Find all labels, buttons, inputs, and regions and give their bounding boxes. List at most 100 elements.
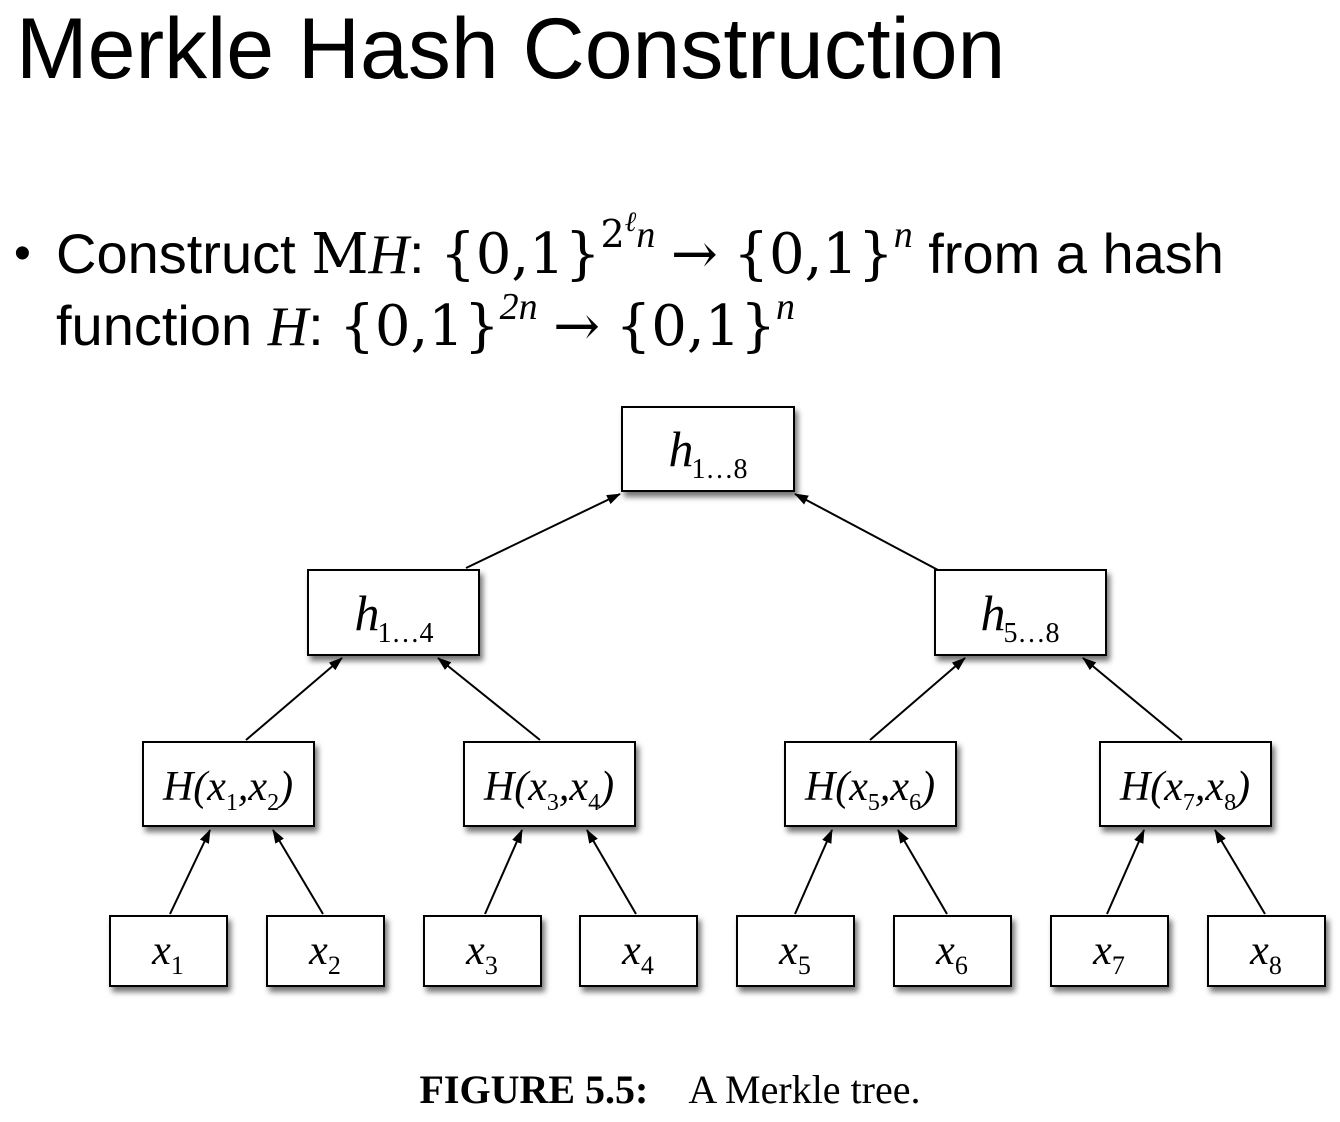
leaf-base-7: x [1249, 928, 1269, 974]
word-construct: Construct [56, 222, 312, 285]
level2-b-1: 4 [588, 790, 600, 816]
leaf-base-6: x [1092, 928, 1112, 974]
leaf-sub-6: 7 [1112, 951, 1125, 980]
leaf-node-4: x5 [736, 915, 855, 987]
level2-mid-2: ,x [880, 764, 910, 810]
level2-mid-0: ,x [238, 764, 268, 810]
level2-box-0 [142, 741, 315, 827]
level1-label-sub-0: 1…4 [378, 618, 434, 649]
level1-label-1: h5…8 [981, 585, 1060, 649]
edge-x8-to-h78 [1214, 829, 1266, 915]
leaf-sub-1: 2 [328, 951, 341, 980]
edge-x5-to-h56 [794, 829, 833, 915]
leaf-label-0: x1 [151, 928, 184, 980]
bullet-line-2: function H: {0,1}2n → {0,1}n [56, 288, 795, 363]
word-function: function [56, 294, 268, 357]
level2-a-0: 1 [226, 790, 238, 816]
leaf-node-3: x4 [579, 915, 698, 987]
leaf-label-3: x4 [621, 928, 654, 980]
level1-label-base-1: h [981, 585, 1006, 641]
edge-x3-to-h34 [484, 829, 523, 915]
leaf-base-1: x [308, 928, 328, 974]
level2-a-1: 3 [547, 790, 559, 816]
level2-label-2: H(x5,x6) [804, 764, 935, 816]
leaf-base-2: x [465, 928, 485, 974]
figure-caption-text: A Merkle tree. [688, 1067, 921, 1112]
edge-h12-to-h14 [245, 657, 343, 741]
level2-b-3: 8 [1224, 790, 1236, 816]
edge-h78-to-h58 [1082, 657, 1183, 741]
level2-node-3: H(x7,x8) [1099, 741, 1272, 827]
leaf-box-2 [423, 915, 542, 987]
leaf-base-3: x [621, 928, 641, 974]
level2-label-0: H(x1,x2) [162, 764, 293, 816]
h-italic: H [267, 296, 309, 358]
level2-end-3: ) [1234, 764, 1250, 810]
level1-box-0 [307, 569, 480, 656]
leaf-sub-5: 6 [955, 951, 968, 980]
level2-mid-1: ,x [559, 764, 589, 810]
level2-fn-0: H(x [162, 764, 226, 810]
domain-set: {0,1} [440, 222, 601, 287]
leaf-node-0: x1 [109, 915, 228, 987]
domain-exp-base: 2 [600, 212, 625, 256]
leaf-base-4: x [778, 928, 798, 974]
edge-h14-to-root [465, 493, 621, 569]
leaf-node-2: x3 [423, 915, 542, 987]
leaf-node-5: x6 [893, 915, 1012, 987]
figure-caption: FIGURE 5.5: A Merkle tree. [0, 1066, 1340, 1113]
level1-label-0: h1…4 [355, 585, 434, 649]
level2-end-1: ) [598, 764, 614, 810]
root-label: h1…8 [669, 421, 748, 485]
edge-x1-to-h12 [169, 829, 211, 915]
level2-fn-1: H(x [483, 764, 547, 810]
level2-node-0: H(x1,x2) [142, 741, 315, 827]
level2-node-1: H(x3,x4) [463, 741, 636, 827]
level2-box-2 [784, 741, 957, 827]
tree-edges [169, 493, 1266, 915]
leaf-box-3 [579, 915, 698, 987]
slide-title: Merkle Hash Construction [16, 1, 1006, 97]
h-domain-set: {0,1} [339, 294, 500, 359]
level2-a-2: 5 [868, 790, 880, 816]
arrow-1: → [670, 222, 718, 287]
h-domain-exp: 2n [499, 286, 538, 328]
leaf-node-7: x8 [1207, 915, 1326, 987]
edge-x4-to-h34 [586, 829, 637, 915]
root-box [621, 406, 795, 492]
leaf-node-1: x2 [266, 915, 385, 987]
level1-node-0: h1…4 [307, 569, 480, 656]
leaf-box-0 [109, 915, 228, 987]
leaf-box-6 [1050, 915, 1169, 987]
level2-b-0: 2 [267, 790, 279, 816]
leaf-label-1: x2 [308, 928, 341, 980]
level2-fn-2: H(x [804, 764, 868, 810]
level2-end-0: ) [277, 764, 293, 810]
level2-label-3: H(x7,x8) [1119, 764, 1250, 816]
leaf-box-7 [1207, 915, 1326, 987]
edge-h58-to-root [794, 493, 939, 571]
bullet-line-1: Construct MH: {0,1}2ℓn → {0,1}n from a h… [56, 209, 1224, 291]
level2-box-1 [463, 741, 636, 827]
leaf-sub-4: 5 [798, 951, 811, 980]
leaf-label-2: x3 [465, 928, 498, 980]
level2-a-3: 7 [1183, 790, 1195, 816]
leaf-base-0: x [151, 928, 171, 974]
colon-1: : [409, 222, 425, 285]
h-codomain-exp: n [775, 286, 795, 328]
bullet-dot: • [14, 227, 31, 280]
mh-roman: M [311, 222, 369, 287]
word-from-a-hash: from a hash [912, 222, 1224, 285]
root-label-sub: 1…8 [692, 454, 748, 485]
leaf-label-7: x8 [1249, 928, 1282, 980]
level2-b-2: 6 [909, 790, 921, 816]
level2-fn-3: H(x [1119, 764, 1183, 810]
level1-label-base-0: h [355, 585, 380, 641]
leaf-base-5: x [935, 928, 955, 974]
figure-caption-label: FIGURE 5.5: [419, 1067, 649, 1112]
level1-node-1: h5…8 [934, 569, 1107, 656]
level2-mid-3: ,x [1195, 764, 1225, 810]
leaf-label-4: x5 [778, 928, 811, 980]
merkle-tree-diagram: h1…8 h1…4 h5…8 H(x1,x2) H(x3,x4) H(x5,x6… [109, 406, 1326, 987]
level2-node-2: H(x5,x6) [784, 741, 957, 827]
